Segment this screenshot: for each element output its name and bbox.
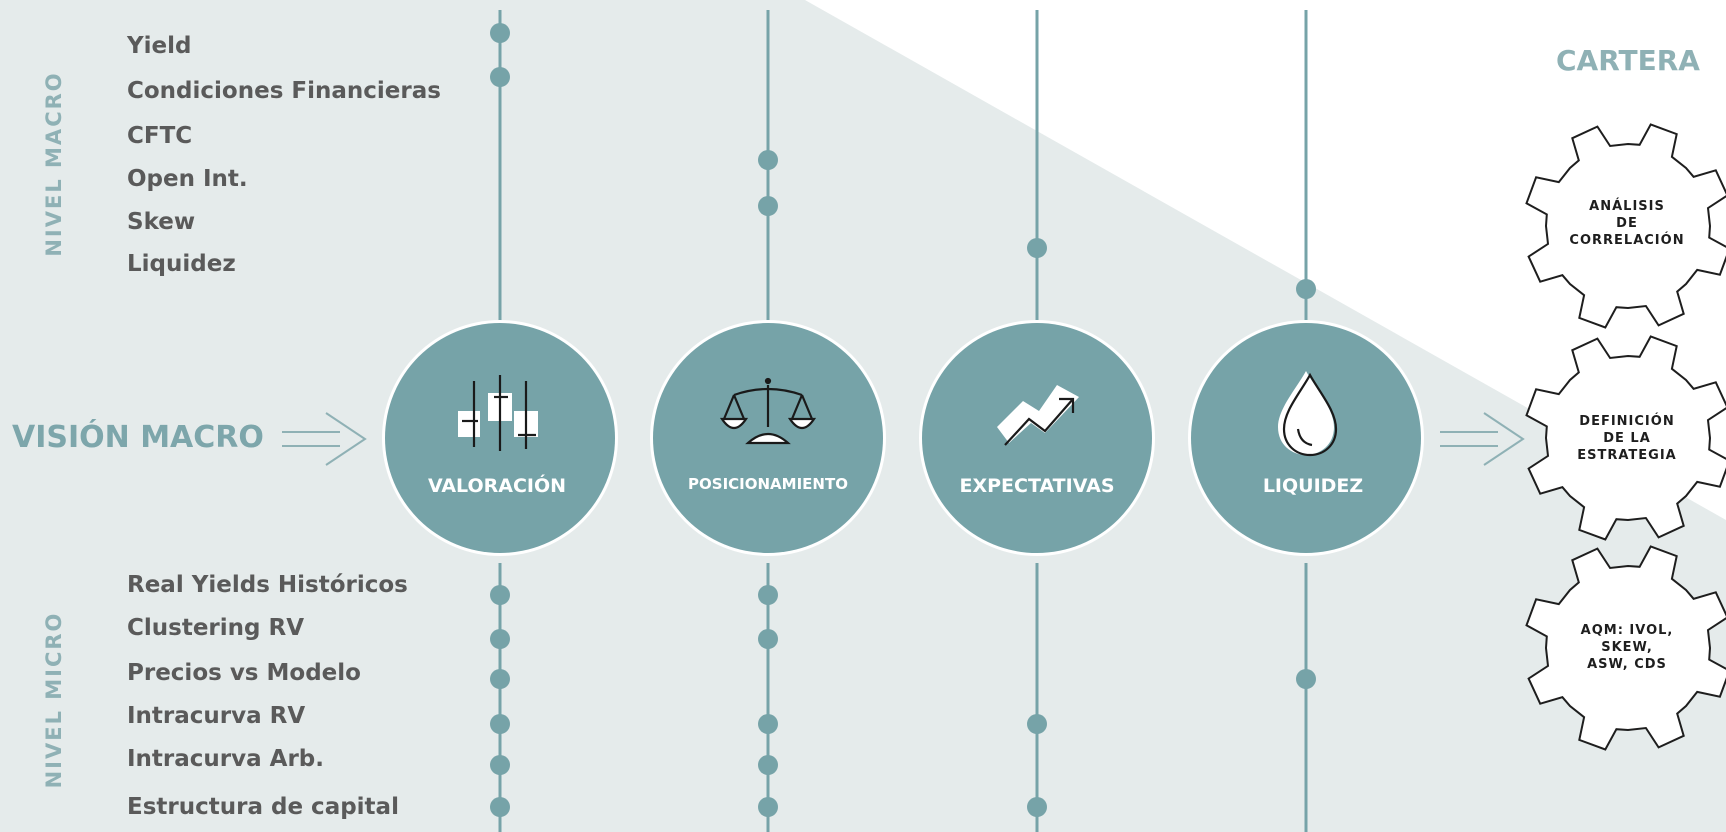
macro-dot [490,23,510,43]
micro-item-intracurva-rv: Intracurva RV [127,703,306,729]
macro-dot [1296,279,1316,299]
gear-icon [1525,335,1726,541]
micro-item-precios-vs-modelo: Precios vs Modelo [127,660,361,686]
macro-item-liquidez: Liquidez [127,251,236,277]
gear-text-aqm: AQM: IVOL, SKEW, ASW, CDS [1557,622,1697,673]
gear-icon [1525,123,1726,329]
micro-dot [490,669,510,689]
arrow-right-icon [1440,412,1525,466]
pillar-label-expectativas: EXPECTATIVAS [959,475,1115,497]
candlestick-chart-icon [458,375,538,451]
gear-line: AQM: IVOL, [1580,623,1674,638]
micro-dot [1296,669,1316,689]
pillar-label-liquidez: LIQUIDEZ [1262,475,1364,497]
pillar-label-valoracion: VALORACIÓN [427,475,567,497]
macro-dot [490,67,510,87]
micro-dot [490,629,510,649]
water-drop-icon [1278,371,1338,457]
macro-dot [1027,238,1047,258]
micro-dot [490,714,510,734]
micro-dot [758,629,778,649]
micro-dot [758,797,778,817]
nivel-micro-label: NIVEL MICRO [42,611,66,789]
macro-item-open-int: Open Int. [127,166,248,192]
micro-item-clustering-rv: Clustering RV [127,615,305,641]
pillar-circles [382,320,1424,556]
pillar-circle [922,323,1152,553]
cartera-title: CARTERA [1556,44,1700,77]
gear-line: DE [1616,216,1638,231]
vision-macro-label: VISIÓN MACRO [12,420,264,455]
micro-dot [490,797,510,817]
micro-item-intracurva-arb: Intracurva Arb. [127,746,325,772]
gear-icon [1525,545,1726,751]
gear-line: ASW, CDS [1587,657,1667,672]
macro-item-yield: Yield [127,33,192,59]
micro-item-real-yields-historicos: Real Yields Históricos [127,572,408,598]
micro-dot [490,755,510,775]
balance-scale-icon [719,377,817,445]
micro-dot [758,714,778,734]
micro-dot [1027,797,1047,817]
pillar-dots [490,23,1316,817]
micro-dot [490,585,510,605]
gear-line: ESTRATEGIA [1577,448,1677,463]
macro-dot [758,150,778,170]
micro-dot [758,585,778,605]
nivel-macro-label: NIVEL MACRO [42,71,66,257]
gear-line: DEFINICIÓN [1579,414,1675,429]
gear-line: SKEW, [1601,640,1653,655]
micro-dot [1027,714,1047,734]
pillar-label-posicionamiento: POSICIONAMIENTO [688,475,848,493]
macro-item-cftc: CFTC [127,123,193,149]
gear-line: CORRELACIÓN [1569,233,1685,248]
arrow-left-icon [282,412,367,466]
gear-line: ANÁLISIS [1589,199,1665,214]
gear-text-analisis: ANÁLISIS DE CORRELACIÓN [1557,198,1697,249]
macro-item-condiciones-financieras: Condiciones Financieras [127,78,441,104]
gear-text-definicion: DEFINICIÓN DE LA ESTRATEGIA [1557,413,1697,464]
micro-item-estructura-de-capital: Estructura de capital [127,794,399,820]
trend-up-arrow-icon [997,385,1079,446]
macro-dot [758,196,778,216]
gears [1525,123,1726,751]
gear-line: DE LA [1603,431,1651,446]
macro-item-skew: Skew [127,209,196,235]
micro-dot [758,755,778,775]
pillar-lines [498,10,1308,832]
